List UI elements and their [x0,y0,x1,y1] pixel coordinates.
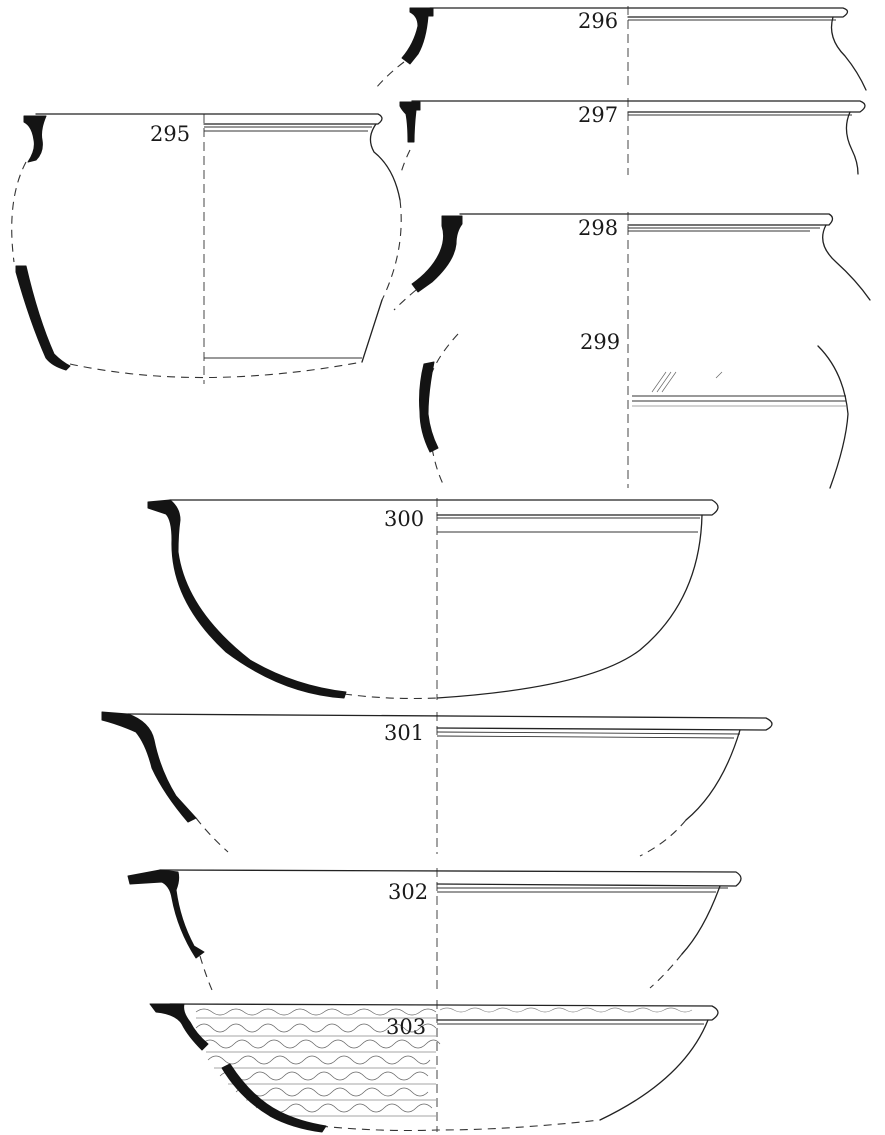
label-300: 300 [384,507,424,531]
label-303: 303 [386,1015,426,1039]
vessel-299: 299 [419,330,849,489]
label-296: 296 [578,9,618,33]
wave-decoration [195,1007,693,1117]
label-299: 299 [580,330,620,354]
vessel-296: 296 [375,6,867,91]
vessel-297: 297 [399,98,866,177]
vessel-303: 303 [149,1000,719,1133]
label-302: 302 [388,880,428,904]
label-297: 297 [578,103,618,127]
vessel-300: 300 [147,498,719,700]
vessel-301: 301 [101,711,773,857]
label-298: 298 [578,216,618,240]
vessel-302: 302 [127,868,742,994]
label-295: 295 [150,122,190,146]
vessel-295: 295 [11,113,402,384]
label-301: 301 [384,721,424,745]
vessel-298: 298 [393,212,871,330]
